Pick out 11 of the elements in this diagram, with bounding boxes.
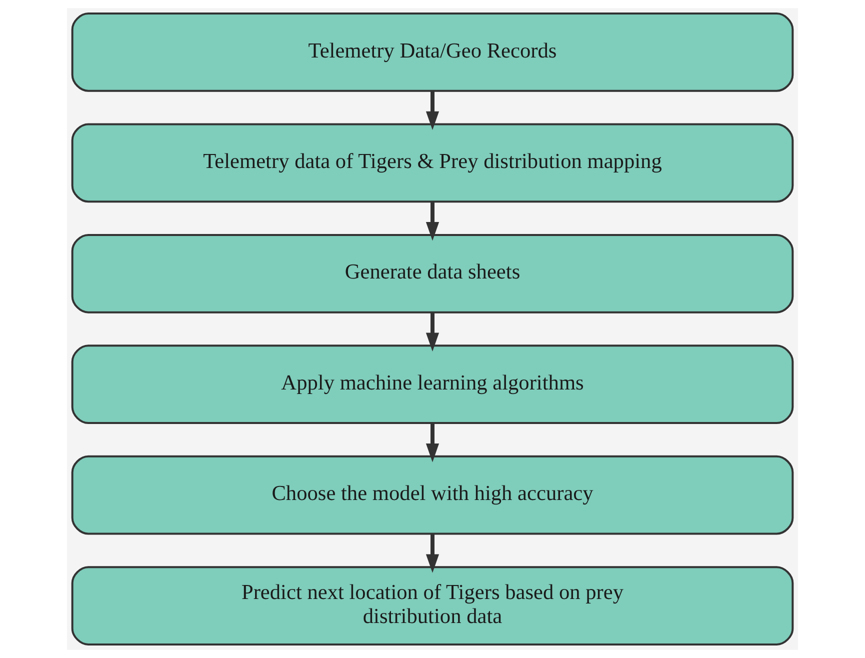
node-box: Generate data sheets xyxy=(71,234,794,314)
node-box: Telemetry data of Tigers & Prey distribution mapping xyxy=(71,123,794,203)
arrow xyxy=(426,312,440,352)
node-box: Predict next location of Tigers based on prey distribution data xyxy=(71,566,794,646)
node-box: Choose the model with high accuracy xyxy=(71,455,794,535)
arrow xyxy=(426,202,440,241)
node-box: Telemetry Data/Geo Records xyxy=(71,12,794,92)
arrow xyxy=(426,534,440,573)
arrow xyxy=(426,91,440,130)
arrow xyxy=(426,423,440,462)
node-box: Apply machine learning algorithms xyxy=(71,344,794,424)
